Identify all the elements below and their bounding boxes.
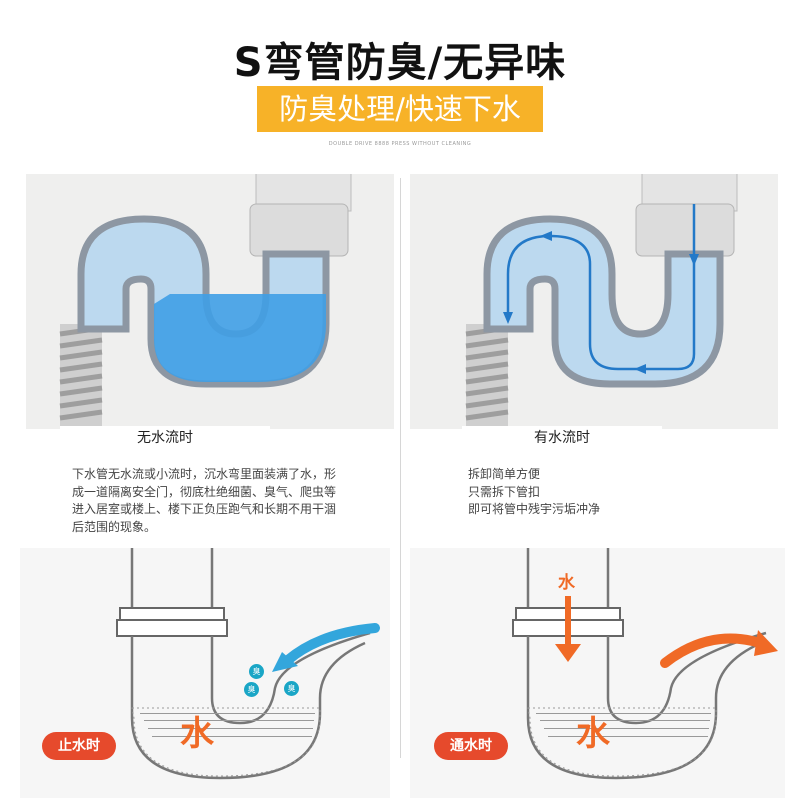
right-caption: 有水流时 (462, 426, 662, 454)
odor-icon: 臭 (249, 664, 264, 679)
water-label: 水 (576, 714, 610, 754)
trap-stop-illustration: 水 臭 臭 臭 止水时 (20, 548, 390, 798)
left-caption: 无水流时 (60, 426, 270, 454)
left-description: 下水管无水流或小流时，沉水弯里面装满了水，形 成一道隔离安全门，彻底杜绝细菌、臭… (72, 467, 337, 534)
arrow-down-icon (555, 644, 581, 662)
corrugated-hose (59, 324, 103, 434)
center-divider (400, 178, 401, 758)
pipe-coupler (635, 203, 735, 257)
odor-flow-arrow (283, 623, 380, 665)
down-flow-shaft (565, 596, 571, 646)
page-title: S弯管防臭/无异味 (233, 40, 567, 86)
s-pipe-body (483, 215, 724, 388)
right-description: 拆卸简单方便 只需拆下管扣 即可将管中残宇污垢冲净 (468, 467, 601, 516)
standing-water (154, 294, 326, 382)
odor-icon: 臭 (284, 681, 299, 696)
arrow-left-icon (272, 652, 298, 672)
tagline: DOUBLE DRIVE 8888 PRESS WITHOUT CLEANING (328, 141, 472, 147)
flow-label: 水 (558, 573, 575, 593)
arrow-right-icon (754, 630, 778, 656)
outflow-arrow (660, 633, 765, 668)
flow-arrow-down-icon (689, 254, 699, 266)
water-label: 水 (180, 714, 214, 754)
banner: 防臭处理/快速下水 (257, 86, 543, 132)
flow-badge: 通水时 (434, 732, 508, 760)
trap-outer-wall (526, 636, 762, 780)
corrugated-hose (465, 324, 509, 434)
flow-arrow-down-icon (503, 312, 513, 324)
s-pipe-still-illustration (59, 168, 352, 434)
flow-arrow-left-icon (540, 231, 552, 241)
s-pipe-flow-illustration (465, 168, 738, 434)
trap-flow-illustration: 水 水 通水时 (410, 548, 785, 798)
left-pipe-panel (26, 168, 394, 434)
trap-outer-wall (130, 636, 366, 780)
flow-arrow-left-icon (634, 364, 646, 374)
trap-inner-wall (606, 631, 767, 725)
odor-icon: 臭 (244, 682, 259, 697)
pipe-coupler (249, 203, 349, 257)
right-pipe-panel (410, 168, 778, 434)
flow-path (506, 204, 696, 371)
stop-badge: 止水时 (42, 732, 116, 760)
trap-inner-wall (210, 631, 371, 725)
